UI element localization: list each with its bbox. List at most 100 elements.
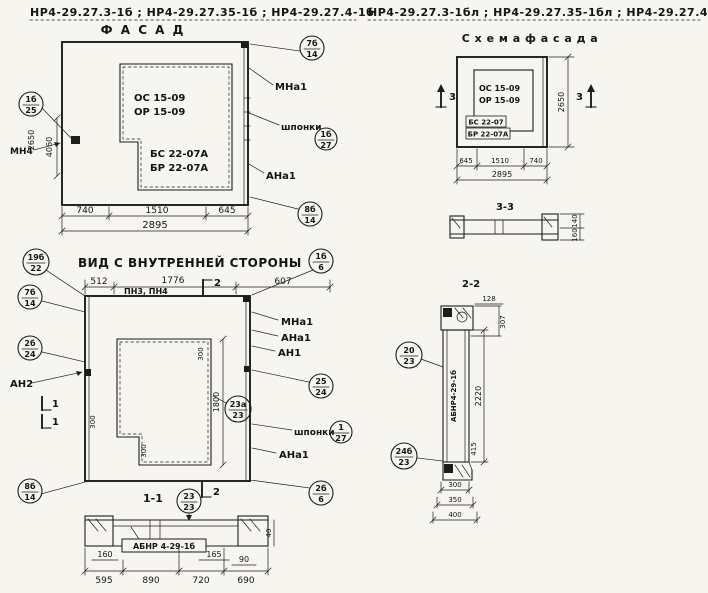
callout-2-2-top: 20 23 xyxy=(395,341,444,369)
svg-text:6: 6 xyxy=(318,495,324,504)
section-2-2-column: АБНР4-29-1б xyxy=(442,329,470,463)
svg-text:27: 27 xyxy=(320,141,331,150)
facade-dim-height: 2650 xyxy=(27,130,36,150)
section-flag-2-top: 2 xyxy=(202,278,221,297)
svg-text:3: 3 xyxy=(576,92,583,103)
svg-text:2: 2 xyxy=(214,278,221,289)
callout-inner-left-upper: 7б 14 xyxy=(17,284,86,313)
section-flag-1-a: 1 xyxy=(41,396,59,411)
facade-panel-outline xyxy=(61,41,249,206)
inner-view: 19б 22 ВИД С ВНУТРЕННЕЙ СТОРОНЫ 1б 6 512… xyxy=(10,248,353,506)
inner-anchor-an2: АН2 xyxy=(10,379,33,390)
svg-text:ОР 15-09: ОР 15-09 xyxy=(479,96,520,105)
scheme-title: С х е м а ф а с а д а xyxy=(462,32,598,45)
header-codes-right: НР4-29.27.3-1бл ; НР4-29.27.35-1бл ; НР4… xyxy=(368,6,708,19)
callout-facade-top-right: 7б 14 xyxy=(249,35,325,61)
svg-text:24б: 24б xyxy=(396,446,413,456)
scheme-dim-chain: 645 1510 740 2895 xyxy=(453,148,551,185)
inner-dim-1800: 1800 xyxy=(212,392,221,412)
scheme-panel-outline xyxy=(456,56,548,148)
svg-text:40: 40 xyxy=(265,529,273,538)
callout-inner-left-bottom: 8б 14 xyxy=(17,478,86,504)
svg-text:3: 3 xyxy=(449,92,456,103)
facade-anchor-mna1-label: МНа1 xyxy=(275,82,307,93)
svg-text:ОС 15-09: ОС 15-09 xyxy=(479,84,520,93)
facade-opening-outline xyxy=(119,63,233,191)
svg-text:1510: 1510 xyxy=(491,157,509,165)
section-flag-3-left: 3 xyxy=(435,84,456,108)
svg-text:14: 14 xyxy=(304,216,316,225)
section-2-2-bottom-detail xyxy=(442,461,473,481)
section-1-1-title: 1-1 xyxy=(143,492,163,505)
section-2-2-part-label: АБНР4-29-1б xyxy=(450,370,458,422)
section-1-1-part-label: АБНР 4-29-1б xyxy=(121,526,207,553)
svg-text:14: 14 xyxy=(24,493,36,502)
svg-text:90: 90 xyxy=(239,555,249,564)
section-2-2-title: 2-2 xyxy=(462,279,480,290)
section-flag-2-bottom: 2 xyxy=(201,482,220,498)
svg-text:8б: 8б xyxy=(304,204,316,214)
callout-facade-keys: 1б 27 xyxy=(314,127,338,151)
svg-text:740: 740 xyxy=(529,157,542,165)
section-3-3-title: 3-3 xyxy=(496,202,514,213)
inner-anchor-an1: АН1 xyxy=(278,348,301,359)
svg-text:2б: 2б xyxy=(315,483,327,493)
svg-text:607: 607 xyxy=(274,277,291,287)
svg-text:645: 645 xyxy=(218,206,235,216)
svg-text:300: 300 xyxy=(89,415,97,428)
callout-inner-top-right: 1б 6 xyxy=(251,248,334,296)
svg-text:23: 23 xyxy=(403,357,414,366)
inner-view-title: ВИД С ВНУТРЕННЕЙ СТОРОНЫ xyxy=(78,255,302,270)
svg-text:2: 2 xyxy=(213,487,220,498)
svg-text:23: 23 xyxy=(183,503,194,512)
facade-window-label: ОС 15-09 xyxy=(134,93,185,104)
svg-text:1: 1 xyxy=(52,399,59,410)
svg-text:140: 140 xyxy=(571,214,579,227)
svg-text:23: 23 xyxy=(183,492,194,501)
svg-text:23а: 23а xyxy=(230,400,247,409)
svg-text:160: 160 xyxy=(571,228,579,241)
svg-text:300: 300 xyxy=(197,347,205,360)
svg-text:165: 165 xyxy=(206,550,221,559)
facade-keys-label: шпонки xyxy=(281,123,322,133)
inner-anchor-ana1: АНа1 xyxy=(281,333,311,344)
inner-view-top-note: ПН3, ПН4 xyxy=(124,287,168,296)
callout-inner-keys: 1 27 xyxy=(329,420,353,444)
facade-dim-inner: 4060 xyxy=(45,137,54,157)
svg-text:2895: 2895 xyxy=(492,170,512,179)
svg-text:25: 25 xyxy=(315,377,327,386)
svg-text:2220: 2220 xyxy=(474,386,483,406)
svg-text:595: 595 xyxy=(95,576,112,586)
svg-text:160: 160 xyxy=(97,550,112,559)
section-2-2-top-detail xyxy=(440,305,474,331)
callout-2-2-bottom: 24б 23 xyxy=(390,442,444,470)
callout-1-1: 23 23 xyxy=(176,488,202,521)
svg-text:1: 1 xyxy=(52,417,59,428)
svg-text:7б: 7б xyxy=(306,38,318,48)
svg-text:128: 128 xyxy=(482,295,495,303)
svg-text:645: 645 xyxy=(459,157,472,165)
svg-text:890: 890 xyxy=(142,576,159,586)
svg-text:14: 14 xyxy=(306,50,318,59)
svg-text:6: 6 xyxy=(318,263,324,272)
inner-keys-label: шпонки xyxy=(294,428,335,438)
section-3-3-profile xyxy=(449,213,559,241)
header: НР4-29.27.3-1б ; НР4-29.27.35-1б ; НР4-2… xyxy=(29,6,708,21)
section-2-2-width-dims: 300 350 400 xyxy=(429,481,481,524)
svg-text:400: 400 xyxy=(448,511,461,519)
svg-text:АБНР 4-29-1б: АБНР 4-29-1б xyxy=(133,541,196,551)
section-flag-3-right: 3 xyxy=(576,84,597,108)
callout-facade-bottom-right: 8б 14 xyxy=(249,196,323,227)
svg-text:300: 300 xyxy=(140,444,148,457)
svg-text:24: 24 xyxy=(315,388,327,397)
svg-text:23: 23 xyxy=(398,458,409,467)
facade-dim-chain: 740 1510 645 2895 xyxy=(58,206,252,236)
svg-text:740: 740 xyxy=(76,206,93,216)
svg-text:1776: 1776 xyxy=(162,276,185,286)
svg-text:25: 25 xyxy=(25,106,37,115)
callout-inner-bottom-right: 2б 6 xyxy=(249,479,334,506)
svg-text:19б: 19б xyxy=(28,252,45,262)
svg-text:1510: 1510 xyxy=(146,206,169,216)
